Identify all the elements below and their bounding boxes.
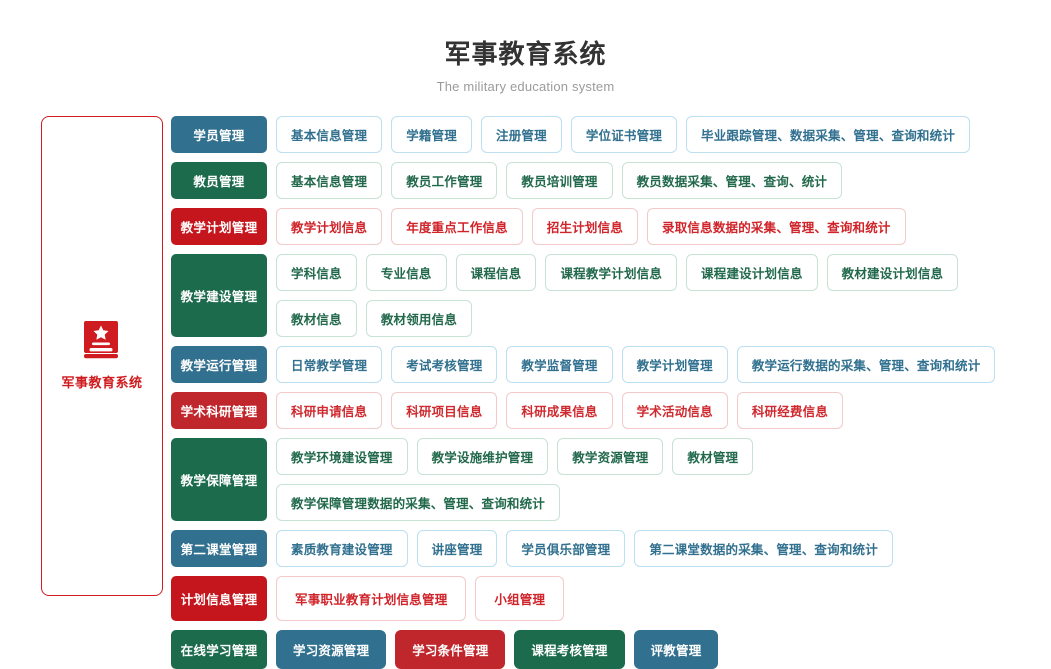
- module-chip[interactable]: 科研成果信息: [506, 391, 613, 429]
- module-chip[interactable]: 学位证书管理: [570, 115, 678, 153]
- category-items: 教学计划信息年度重点工作信息招生计划信息录取信息数据的采集、管理、查询和统计: [276, 207, 1041, 245]
- module-chip[interactable]: 教员工作管理: [391, 161, 498, 199]
- page-header: 军事教育系统 The military education system: [0, 0, 1051, 94]
- module-chip[interactable]: 基本信息管理: [276, 115, 383, 153]
- category-label-6[interactable]: 教学保障管理: [171, 437, 267, 521]
- module-chip[interactable]: 日常教学管理: [276, 345, 383, 383]
- category-label-2[interactable]: 教学计划管理: [171, 207, 267, 245]
- sidebar-panel[interactable]: 军事教育系统: [41, 115, 163, 596]
- module-chip[interactable]: 素质教育建设管理: [276, 529, 408, 567]
- module-chip[interactable]: 课程信息: [455, 253, 537, 291]
- module-chip[interactable]: 课程建设计划信息: [686, 253, 818, 291]
- module-chip[interactable]: 年度重点工作信息: [391, 207, 523, 245]
- module-chip[interactable]: 教学监督管理: [506, 345, 613, 383]
- category-label-5[interactable]: 学术科研管理: [171, 391, 267, 429]
- category-items: 科研申请信息科研项目信息科研成果信息学术活动信息科研经费信息: [276, 391, 1041, 429]
- category-items: 教学环境建设管理教学设施维护管理教学资源管理教材管理教学保障管理数据的采集、管理…: [276, 437, 1041, 521]
- category-row: 学术科研管理科研申请信息科研项目信息科研成果信息学术活动信息科研经费信息: [171, 391, 1041, 429]
- module-chip[interactable]: 科研申请信息: [276, 391, 383, 429]
- module-chip[interactable]: 教学设施维护管理: [416, 437, 549, 475]
- category-label-4[interactable]: 教学运行管理: [171, 345, 267, 383]
- page-content: 军事教育系统 学员管理基本信息管理学籍管理注册管理学位证书管理毕业跟踪管理、数据…: [0, 94, 1051, 669]
- module-chip[interactable]: 学员俱乐部管理: [506, 529, 626, 567]
- category-row: 第二课堂管理素质教育建设管理讲座管理学员俱乐部管理第二课堂数据的采集、管理、查询…: [171, 529, 1041, 567]
- module-chip[interactable]: 课程教学计划信息: [545, 253, 678, 291]
- page-subtitle: The military education system: [436, 78, 615, 94]
- module-chip[interactable]: 科研经费信息: [736, 391, 844, 429]
- sidebar-brand[interactable]: 军事教育系统: [61, 320, 142, 391]
- module-chip[interactable]: 讲座管理: [416, 529, 498, 567]
- module-chip[interactable]: 基本信息管理: [276, 161, 383, 199]
- module-chip[interactable]: 科研项目信息: [391, 391, 498, 429]
- category-row: 学员管理基本信息管理学籍管理注册管理学位证书管理毕业跟踪管理、数据采集、管理、查…: [171, 115, 1041, 153]
- module-chip[interactable]: 教材管理: [672, 437, 754, 475]
- category-label-0[interactable]: 学员管理: [171, 115, 267, 153]
- module-chip[interactable]: 教员培训管理: [506, 161, 613, 199]
- module-chip[interactable]: 教材信息: [276, 299, 357, 337]
- category-row: 在线学习管理学习资源管理学习条件管理课程考核管理评教管理: [171, 629, 1041, 669]
- category-label-1[interactable]: 教员管理: [171, 161, 267, 199]
- category-label-8[interactable]: 计划信息管理: [171, 575, 267, 621]
- category-items: 日常教学管理考试考核管理教学监督管理教学计划管理教学运行数据的采集、管理、查询和…: [276, 345, 1041, 383]
- module-chip[interactable]: 学习资源管理: [276, 629, 387, 669]
- book-star-icon: [81, 320, 123, 364]
- module-chip[interactable]: 学科信息: [276, 253, 357, 291]
- category-items: 基本信息管理教员工作管理教员培训管理教员数据采集、管理、查询、统计: [276, 161, 1041, 199]
- module-chip[interactable]: 教学资源管理: [557, 437, 664, 475]
- module-chip[interactable]: 专业信息: [365, 253, 447, 291]
- category-items: 素质教育建设管理讲座管理学员俱乐部管理第二课堂数据的采集、管理、查询和统计: [276, 529, 1041, 567]
- module-chip[interactable]: 课程考核管理: [514, 629, 625, 669]
- module-chip[interactable]: 教学环境建设管理: [276, 437, 408, 475]
- category-label-9[interactable]: 在线学习管理: [171, 629, 267, 669]
- module-chip[interactable]: 录取信息数据的采集、管理、查询和统计: [647, 207, 906, 245]
- module-chip[interactable]: 教学计划管理: [621, 345, 728, 383]
- category-rows: 学员管理基本信息管理学籍管理注册管理学位证书管理毕业跟踪管理、数据采集、管理、查…: [171, 115, 1051, 669]
- module-chip[interactable]: 学术活动信息: [621, 391, 728, 429]
- module-chip[interactable]: 小组管理: [475, 575, 565, 621]
- category-row: 计划信息管理军事职业教育计划信息管理小组管理: [171, 575, 1041, 621]
- category-items: 基本信息管理学籍管理注册管理学位证书管理毕业跟踪管理、数据采集、管理、查询和统计: [276, 115, 1041, 153]
- module-chip[interactable]: 教学计划信息: [276, 207, 383, 245]
- module-chip[interactable]: 教材建设计划信息: [826, 253, 959, 291]
- category-row: 教学计划管理教学计划信息年度重点工作信息招生计划信息录取信息数据的采集、管理、查…: [171, 207, 1041, 245]
- module-chip[interactable]: 教员数据采集、管理、查询、统计: [621, 161, 843, 199]
- page-title: 军事教育系统: [444, 39, 607, 69]
- module-chip[interactable]: 教学运行数据的采集、管理、查询和统计: [736, 345, 996, 383]
- category-row: 教学建设管理学科信息专业信息课程信息课程教学计划信息课程建设计划信息教材建设计划…: [171, 253, 1041, 337]
- category-items: 军事职业教育计划信息管理小组管理: [276, 575, 1041, 621]
- module-chip[interactable]: 招生计划信息: [531, 207, 639, 245]
- module-chip[interactable]: 教学保障管理数据的采集、管理、查询和统计: [276, 483, 561, 521]
- module-chip[interactable]: 注册管理: [481, 115, 562, 153]
- category-row: 教学保障管理教学环境建设管理教学设施维护管理教学资源管理教材管理教学保障管理数据…: [171, 437, 1041, 521]
- category-items: 学习资源管理学习条件管理课程考核管理评教管理: [276, 629, 1041, 669]
- module-chip[interactable]: 毕业跟踪管理、数据采集、管理、查询和统计: [686, 115, 971, 153]
- module-chip[interactable]: 学习条件管理: [395, 629, 506, 669]
- category-label-3[interactable]: 教学建设管理: [171, 253, 267, 337]
- module-chip[interactable]: 教材领用信息: [365, 299, 473, 337]
- module-chip[interactable]: 考试考核管理: [391, 345, 498, 383]
- module-chip[interactable]: 军事职业教育计划信息管理: [276, 575, 467, 621]
- category-items: 学科信息专业信息课程信息课程教学计划信息课程建设计划信息教材建设计划信息教材信息…: [276, 253, 1041, 337]
- category-row: 教学运行管理日常教学管理考试考核管理教学监督管理教学计划管理教学运行数据的采集、…: [171, 345, 1041, 383]
- module-chip[interactable]: 学籍管理: [391, 115, 473, 153]
- module-chip[interactable]: 第二课堂数据的采集、管理、查询和统计: [634, 529, 893, 567]
- category-label-7[interactable]: 第二课堂管理: [171, 529, 267, 567]
- module-chip[interactable]: 评教管理: [633, 629, 719, 669]
- sidebar-brand-label: 军事教育系统: [61, 375, 143, 390]
- category-row: 教员管理基本信息管理教员工作管理教员培训管理教员数据采集、管理、查询、统计: [171, 161, 1041, 199]
